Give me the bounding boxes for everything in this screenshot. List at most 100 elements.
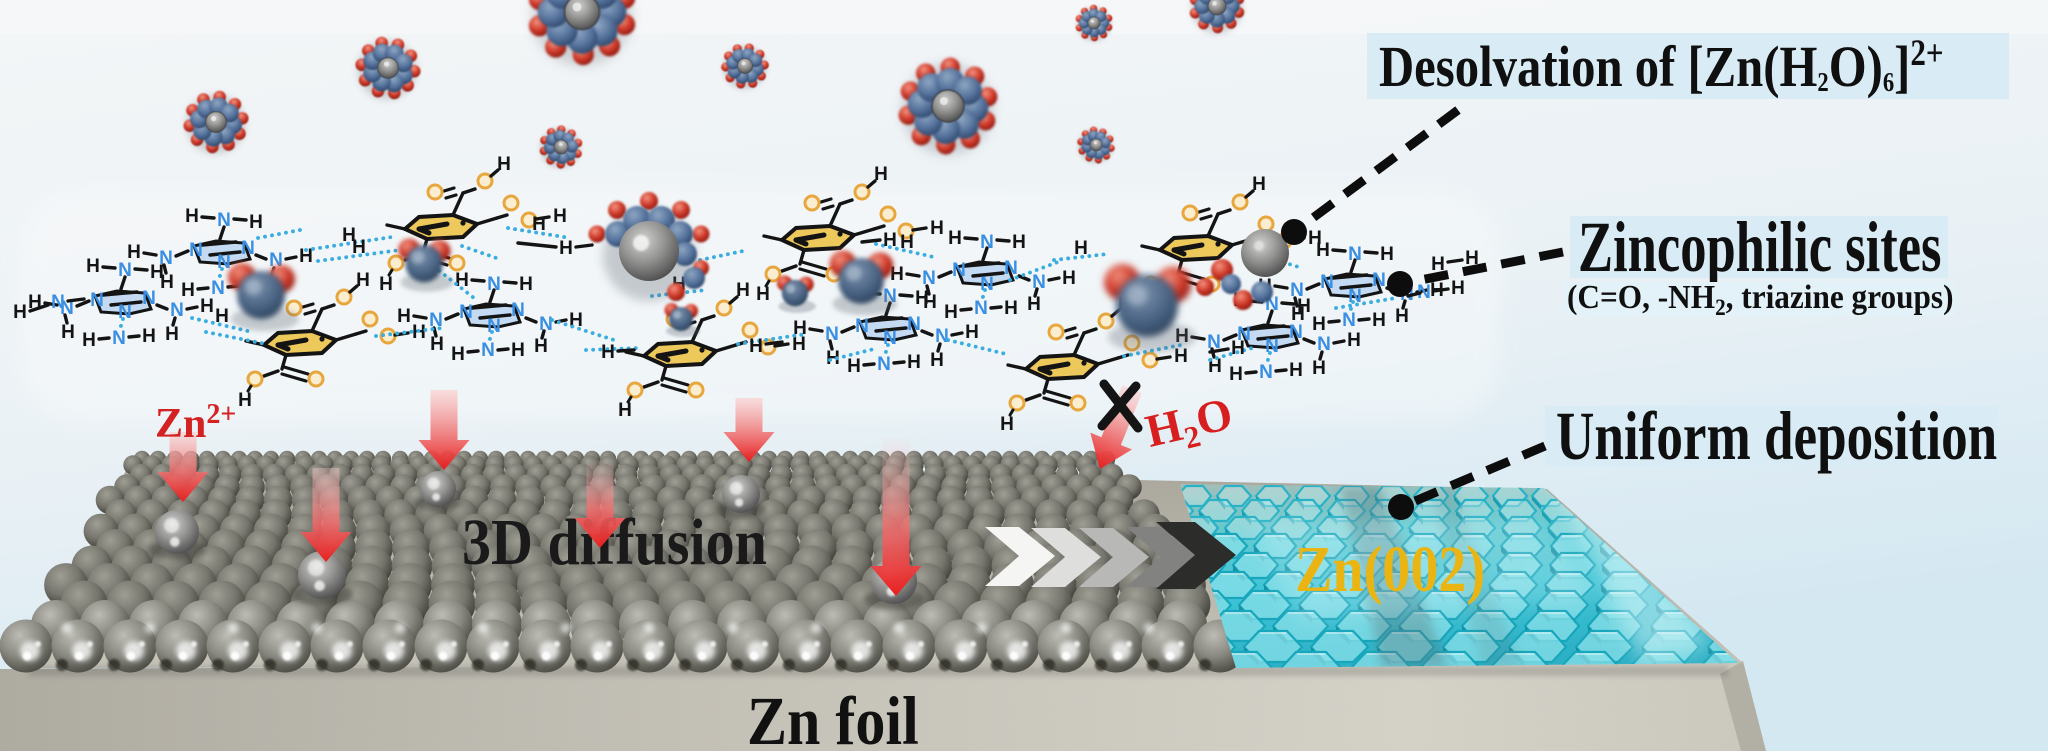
svg-text:H: H — [61, 322, 75, 343]
svg-text:H: H — [1208, 356, 1222, 377]
svg-text:N: N — [1317, 334, 1331, 355]
svg-text:N: N — [883, 328, 897, 349]
svg-text:N: N — [487, 316, 501, 337]
svg-text:N: N — [118, 260, 132, 281]
svg-text:N: N — [60, 298, 74, 319]
svg-text:H: H — [1000, 414, 1014, 435]
svg-text:Uniform deposition: Uniform deposition — [1556, 398, 1997, 474]
svg-text:H: H — [356, 270, 370, 291]
svg-text:N: N — [118, 302, 132, 323]
svg-text:H: H — [160, 272, 174, 293]
svg-text:H: H — [890, 264, 904, 285]
svg-text:H: H — [342, 225, 356, 246]
svg-text:N: N — [217, 252, 231, 273]
svg-text:H: H — [249, 212, 263, 233]
svg-text:H: H — [497, 154, 511, 175]
svg-text:N: N — [511, 300, 525, 321]
svg-text:H: H — [948, 228, 962, 249]
svg-text:N: N — [1237, 324, 1251, 345]
svg-text:N: N — [952, 260, 966, 281]
svg-text:N: N — [1342, 310, 1356, 331]
svg-text:N: N — [241, 238, 255, 259]
svg-text:H: H — [826, 348, 840, 369]
svg-text:H: H — [559, 238, 573, 259]
svg-text:H: H — [930, 218, 944, 239]
svg-text:H: H — [1297, 296, 1311, 317]
svg-text:H: H — [379, 274, 393, 295]
svg-text:N: N — [1320, 272, 1334, 293]
svg-text:H: H — [1347, 330, 1361, 351]
svg-text:H: H — [900, 232, 914, 253]
svg-text:H: H — [1451, 278, 1465, 299]
svg-text:H: H — [511, 340, 525, 361]
svg-text:H: H — [1252, 174, 1266, 195]
svg-text:H: H — [532, 214, 546, 235]
svg-text:Zn foil: Zn foil — [747, 682, 919, 751]
svg-text:Desolvation of [Zn(H2O)6]2+: Desolvation of [Zn(H2O)6]2+ — [1379, 34, 1944, 99]
svg-text:N: N — [1259, 362, 1273, 383]
svg-text:H: H — [944, 302, 958, 323]
svg-text:H: H — [397, 306, 411, 327]
svg-text:H: H — [601, 342, 615, 363]
svg-text:H: H — [736, 280, 750, 301]
svg-text:H: H — [1289, 360, 1303, 381]
svg-text:H: H — [1174, 346, 1188, 367]
svg-text:H: H — [1395, 306, 1409, 327]
svg-text:N: N — [429, 310, 443, 331]
svg-text:H: H — [215, 306, 229, 327]
svg-text:H: H — [352, 237, 366, 258]
svg-text:H: H — [793, 318, 807, 339]
svg-text:H: H — [756, 284, 770, 305]
svg-text:N: N — [935, 326, 949, 347]
svg-text:H: H — [1074, 238, 1088, 259]
svg-text:H: H — [451, 344, 465, 365]
svg-text:N: N — [855, 316, 869, 337]
svg-text:N: N — [980, 232, 994, 253]
svg-text:H: H — [915, 288, 929, 309]
svg-text:N: N — [1004, 258, 1018, 279]
svg-text:H: H — [1231, 338, 1245, 359]
svg-text:H: H — [185, 206, 199, 227]
svg-text:H: H — [553, 206, 567, 227]
svg-text:N: N — [211, 278, 225, 299]
svg-text:N: N — [877, 354, 891, 375]
svg-text:H: H — [86, 256, 100, 277]
svg-text:N: N — [1372, 270, 1386, 291]
svg-text:H: H — [82, 330, 96, 351]
svg-text:H: H — [1312, 314, 1326, 335]
svg-text:H: H — [1380, 244, 1394, 265]
svg-text:H: H — [238, 390, 252, 411]
svg-text:Zincophilic sites: Zincophilic sites — [1578, 207, 1941, 287]
svg-text:H: H — [200, 296, 214, 317]
svg-text:H: H — [923, 292, 937, 313]
svg-text:H: H — [1308, 228, 1322, 249]
svg-text:(C=O, -NH2, triazine groups): (C=O, -NH2, triazine groups) — [1567, 279, 1954, 320]
svg-text:N: N — [1348, 244, 1362, 265]
svg-text:H: H — [430, 334, 444, 355]
svg-text:H: H — [930, 350, 944, 371]
svg-text:H: H — [792, 334, 806, 355]
svg-text:N: N — [459, 302, 473, 323]
svg-text:H: H — [299, 246, 313, 267]
svg-text:N: N — [539, 314, 553, 335]
svg-text:N: N — [142, 288, 156, 309]
svg-text:N: N — [51, 292, 65, 313]
svg-text:H: H — [965, 322, 979, 343]
svg-text:N: N — [481, 340, 495, 361]
svg-text:H: H — [1316, 240, 1330, 261]
svg-text:N: N — [980, 274, 994, 295]
svg-text:H: H — [455, 270, 469, 291]
svg-text:N: N — [170, 300, 184, 321]
svg-text:H: H — [874, 164, 888, 185]
svg-text:H: H — [165, 324, 179, 345]
svg-text:3D diffusion: 3D diffusion — [462, 507, 767, 579]
svg-text:H: H — [1465, 248, 1479, 269]
svg-text:N: N — [1289, 322, 1303, 343]
svg-text:H: H — [1229, 364, 1243, 385]
svg-text:H: H — [749, 336, 763, 357]
svg-text:Zn(002): Zn(002) — [1295, 533, 1485, 606]
svg-text:N: N — [974, 298, 988, 319]
svg-text:N: N — [907, 314, 921, 335]
svg-text:N: N — [922, 268, 936, 289]
svg-text:H: H — [1027, 294, 1041, 315]
